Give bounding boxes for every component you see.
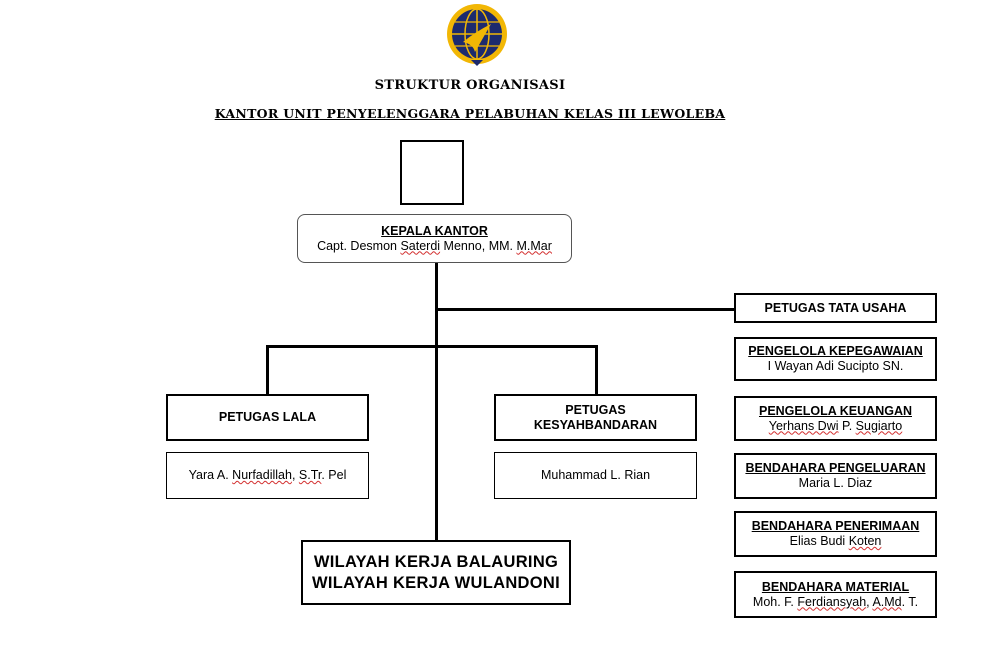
unit-name: I Wayan Adi Sucipto SN. [767,359,904,373]
unit-title: PENGELOLA KEPEGAWAIAN [748,344,923,358]
petugas-lala-box: PETUGAS LALA [166,394,369,441]
ministry-emblem-icon [447,4,507,66]
tata-usaha-title: PETUGAS TATA USAHA [764,300,907,315]
unit-box-kepegawaian: PENGELOLA KEPEGAWAIAN I Wayan Adi Sucipt… [734,337,937,381]
chart-title: STRUKTUR ORGANISASI [374,78,566,93]
unit-name: Elias Budi Koten [789,534,882,548]
connector-main-vertical [435,262,438,540]
connector-lala [266,345,269,395]
wilayah-kerja-line1: WILAYAH KERJA BALAURING [313,552,559,571]
petugas-kesyahbandaran-name: Muhammad L. Rian [540,468,651,482]
connector-branch-horizontal [266,345,598,348]
petugas-lala-title: PETUGAS LALA [218,410,317,424]
unit-box-material: BENDAHARA MATERIAL Moh. F. Ferdiansyah, … [734,571,937,618]
unit-title: BENDAHARA MATERIAL [761,579,910,594]
petugas-lala-name: Yara A. Nurfadillah, S.Tr. Pel [188,468,347,482]
tata-usaha-box: PETUGAS TATA USAHA [734,293,937,323]
unit-name: Maria L. Diaz [798,476,873,490]
unit-name: Yerhans Dwi P. Sugiarto [768,418,903,433]
kepala-kantor-box: KEPALA KANTOR Capt. Desmon Saterdi Menno… [297,214,572,263]
unit-box-pengeluaran: BENDAHARA PENGELUARAN Maria L. Diaz [734,453,937,499]
petugas-lala-name-box: Yara A. Nurfadillah, S.Tr. Pel [166,452,369,499]
kesyahbandaran-title-line1: PETUGAS [565,402,626,417]
connector-kesyahbandaran [595,345,598,395]
unit-box-keuangan: PENGELOLA KEUANGAN Yerhans Dwi P. Sugiar… [734,396,937,441]
unit-title: BENDAHARA PENGELUARAN [745,461,926,475]
chart-subtitle: KANTOR UNIT PENYELENGGARA PELABUHAN KELA… [214,106,726,121]
connector-tata-usaha [435,308,735,311]
photo-placeholder [400,140,464,205]
unit-box-penerimaan: BENDAHARA PENERIMAAN Elias Budi Koten [734,511,937,557]
petugas-kesyahbandaran-name-box: Muhammad L. Rian [494,452,697,499]
unit-name: Moh. F. Ferdiansyah, A.Md. T. [752,594,919,609]
kepala-kantor-name: Capt. Desmon Saterdi Menno, MM. M.Mar [317,238,552,253]
petugas-kesyahbandaran-box: PETUGAS KESYAHBANDARAN [494,394,697,441]
kesyahbandaran-title-line2: KESYAHBANDARAN [533,417,658,432]
unit-title: PENGELOLA KEUANGAN [758,403,912,418]
unit-title: BENDAHARA PENERIMAAN [751,519,920,533]
wilayah-kerja-line2: WILAYAH KERJA WULANDONI [312,573,560,592]
wilayah-kerja-box: WILAYAH KERJA BALAURING WILAYAH KERJA WU… [301,540,571,605]
kepala-kantor-title: KEPALA KANTOR [381,223,488,238]
